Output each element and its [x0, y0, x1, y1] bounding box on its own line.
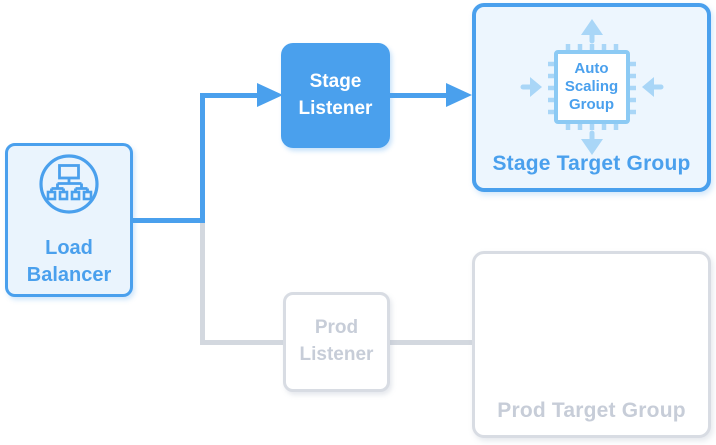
auto-scaling-group-icon: Auto Scaling Group	[517, 16, 667, 158]
prod-listener-label: Prod Listener	[299, 317, 374, 365]
stage-target-group-label: Stage Target Group	[492, 152, 691, 175]
auto-scaling-group-label: Auto Scaling Group	[564, 60, 619, 113]
edge-lb-to-stage-vertical	[200, 93, 205, 223]
stage-listener-label: Stage Listener	[298, 70, 373, 119]
load-balancer-label: Load Balancer	[26, 236, 112, 286]
arrowhead-stage-target-group	[446, 83, 472, 107]
prod-target-group-label: Prod Target Group	[497, 399, 686, 422]
edge-lb-to-prod-vertical	[200, 223, 205, 343]
node-prod-listener: Prod Listener	[283, 292, 390, 392]
edge-lb-to-prod-horizontal	[200, 340, 283, 345]
group-stage-target: Auto Scaling Group Stage Target Group	[472, 3, 711, 192]
arrowhead-stage-listener	[257, 83, 283, 107]
load-balancer-icon	[37, 152, 101, 224]
node-load-balancer: Load Balancer	[5, 143, 133, 297]
edge-stage-listener-to-target	[390, 93, 447, 98]
node-stage-listener: Stage Listener	[281, 43, 390, 148]
edge-prod-listener-to-target	[390, 340, 472, 345]
edge-lb-to-stage-horizontal	[133, 218, 203, 223]
edge-lb-to-stage-top	[200, 93, 258, 98]
group-prod-target: Prod Target Group	[472, 251, 711, 438]
